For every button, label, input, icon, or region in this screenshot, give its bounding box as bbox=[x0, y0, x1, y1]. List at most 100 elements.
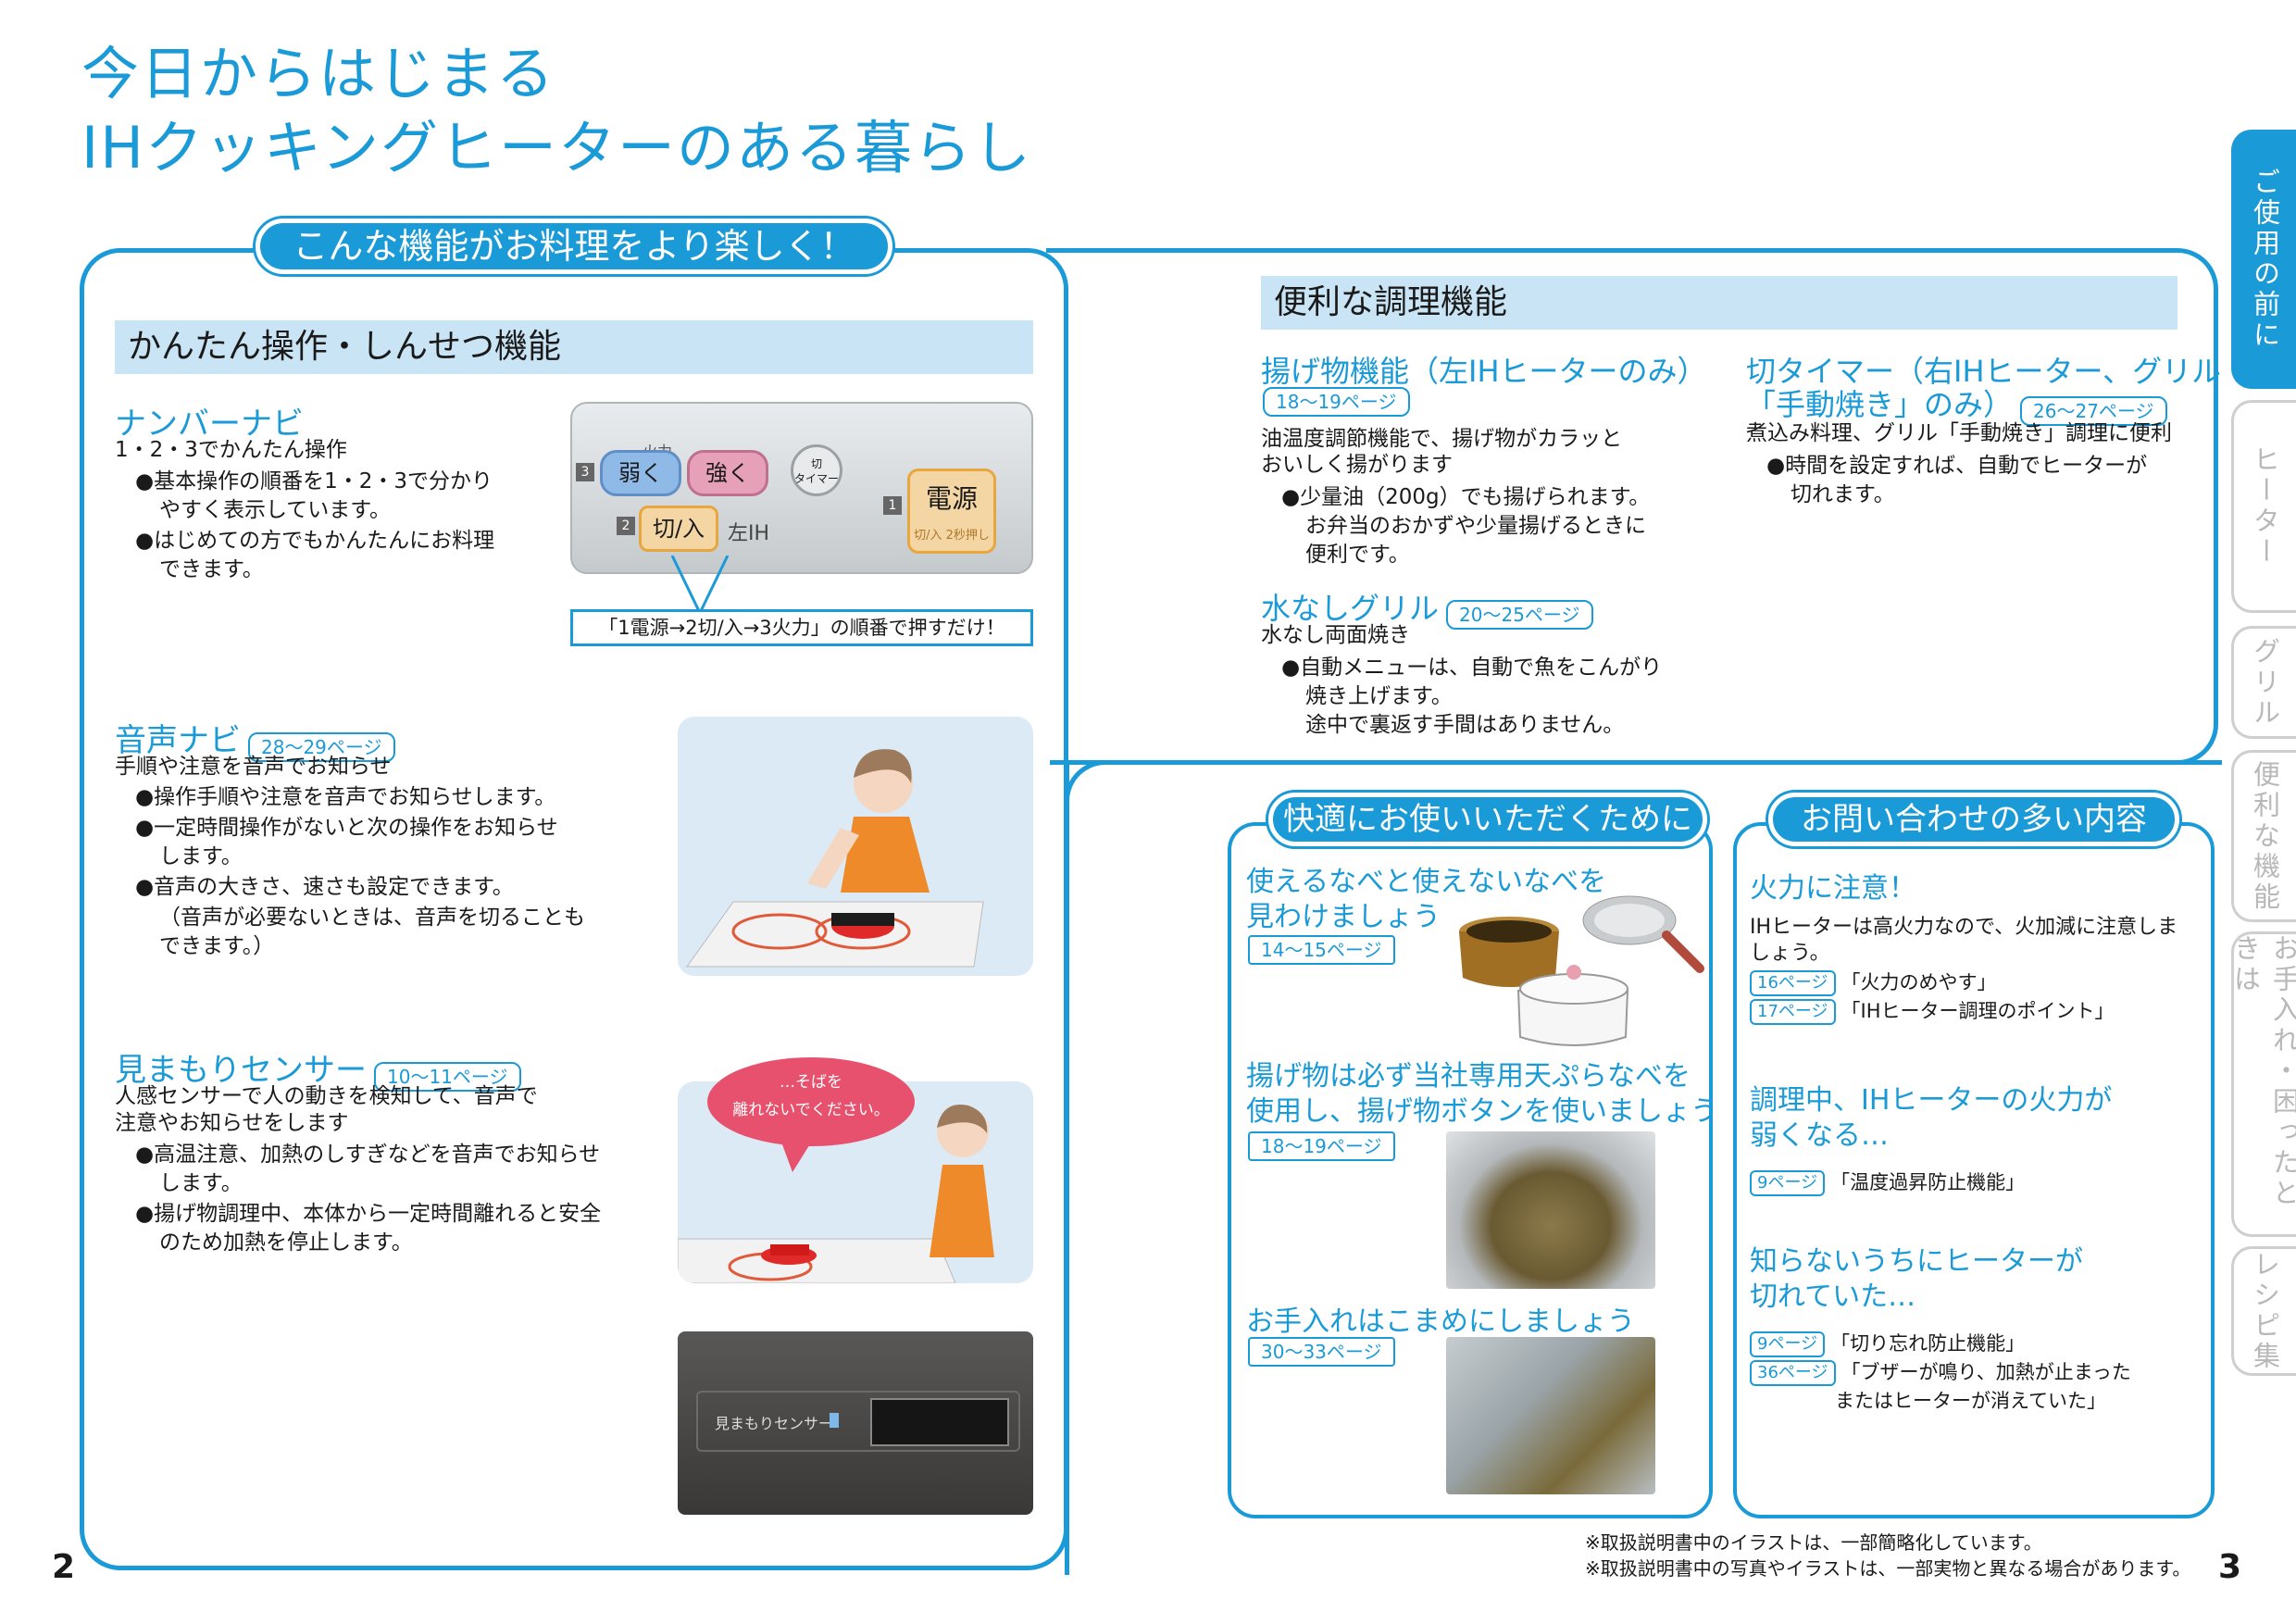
voice-navi-page-tag[interactable]: 28〜29ページ bbox=[248, 731, 395, 762]
grill-bullet: ●自動メニューは、自動で魚をこんがり bbox=[1281, 656, 1663, 680]
number-navi-bullet: ●はじめての方でもかんたんにお料理 bbox=[135, 529, 495, 553]
fry-bullet: お弁当のおかずや少量揚げるときに bbox=[1305, 514, 1646, 538]
faq-q2-line2: 弱くなる… bbox=[1750, 1119, 1889, 1152]
cooking-illustration bbox=[678, 717, 1033, 976]
sensor-lead-1: 人感センサーで人の動きを検知して、音声で bbox=[115, 1084, 538, 1108]
right-section-title: 便利な調理機能 bbox=[1261, 276, 2177, 330]
cleaning-photo bbox=[1446, 1337, 1655, 1494]
comfort-item1-page-tag[interactable]: 14〜15ページ bbox=[1248, 935, 1395, 965]
page-number-right: 3 bbox=[2218, 1548, 2242, 1586]
page-title: 今日からはじまる IHクッキングヒーターのある暮らし bbox=[81, 37, 1032, 185]
fry-bullet: 便利です。 bbox=[1305, 543, 1410, 567]
page-number-left: 2 bbox=[52, 1548, 76, 1586]
voice-navi-lead: 手順や注意を音声でお知らせ bbox=[115, 755, 392, 779]
panel-callout: 「1電源→2切/入→3火力」の順番で押すだけ！ bbox=[570, 609, 1033, 646]
number-navi-bullet: ●基本操作の順番を1・2・3で分かり bbox=[135, 469, 493, 493]
grill-heading: 水なしグリル bbox=[1261, 591, 1440, 626]
fry-heading: 揚げ物機能（左IHヒーターのみ） bbox=[1261, 354, 1707, 389]
power-sub-label: 切/入 2秒押し bbox=[914, 529, 990, 543]
grill-lead: 水なし両面焼き bbox=[1261, 623, 1410, 647]
step-3-badge: 3 bbox=[576, 463, 594, 481]
comfort-item2-line1: 揚げ物は必ず当社専用天ぷらなべを bbox=[1246, 1060, 1691, 1093]
sensor-page-tag[interactable]: 10〜11ページ bbox=[374, 1061, 521, 1092]
speech-bubble bbox=[707, 1057, 915, 1172]
timer-bullet: ●時間を設定すれば、自動でヒーターが bbox=[1766, 454, 2148, 478]
faq-q1-ref1: 「火力のめやす」 bbox=[1841, 971, 1997, 993]
sensor-lead-2: 注意やお知らせをします bbox=[115, 1111, 349, 1135]
tab-before-use[interactable]: ご使用の前に bbox=[2231, 130, 2296, 389]
tab-heater[interactable]: ヒーター bbox=[2231, 400, 2296, 613]
voice-navi-heading: 音声ナビ bbox=[115, 722, 241, 759]
title-line1: 今日からはじまる bbox=[81, 40, 556, 107]
power-button[interactable]: 電源 bbox=[925, 483, 978, 514]
faq-q3-line2: 切れていた… bbox=[1750, 1280, 1916, 1313]
comfort-item3-page-tag[interactable]: 30〜33ページ bbox=[1248, 1337, 1395, 1367]
pots-illustration bbox=[1459, 895, 1704, 1046]
faq-q3-ref2b: またはヒーターが消えていた」 bbox=[1835, 1390, 2106, 1412]
faq-q1-body-2: しょう。 bbox=[1750, 942, 1830, 965]
voice-navi-bullet: できます。） bbox=[159, 934, 275, 958]
faq-q1-ref1-page-tag[interactable]: 16ページ bbox=[1750, 970, 1836, 996]
timer-page-tag[interactable]: 26〜27ページ bbox=[2020, 395, 2167, 426]
faq-q3-ref2-page-tag[interactable]: 36ページ bbox=[1750, 1360, 1836, 1386]
faq-q1-ref2-page-tag[interactable]: 17ページ bbox=[1750, 999, 1836, 1025]
sensor-heading: 見まもりセンサー bbox=[115, 1052, 367, 1089]
left-ih-label: 左IH bbox=[728, 522, 770, 545]
sensor-bullet: ●揚げ物調理中、本体から一定時間離れると安全 bbox=[135, 1202, 602, 1226]
comfort-item3: お手入れはこまめにしましょう bbox=[1246, 1305, 1635, 1338]
number-navi-bullet: やすく表示しています。 bbox=[159, 498, 392, 522]
voice-navi-bullet: ●一定時間操作がないと次の操作をお知らせ bbox=[135, 816, 558, 840]
comfort-banner: 快適にお使いいただくために bbox=[1268, 793, 1707, 846]
left-section-title: かんたん操作・しんせつ機能 bbox=[115, 320, 1033, 374]
faq-q3-ref2a: 「ブザーが鳴り、加熱が止まった bbox=[1841, 1361, 2131, 1383]
voice-navi-bullet: ●操作手順や注意を音声でお知らせします。 bbox=[135, 785, 556, 809]
number-navi-lead: 1・2・3でかんたん操作 bbox=[115, 438, 347, 462]
faq-q1-ref2: 「IHヒーター調理のポイント」 bbox=[1841, 1000, 2115, 1022]
grill-bullet: 途中で裏返す手間はありません。 bbox=[1305, 713, 1625, 737]
faq-q2-ref-page-tag[interactable]: 9ページ bbox=[1750, 1170, 1826, 1196]
fry-lead-1: 油温度調節機能で、揚げ物がカラッと bbox=[1261, 427, 1623, 451]
sensor-bullet: ●高温注意、加熱のしすぎなどを音声でお知らせ bbox=[135, 1143, 601, 1167]
lower-connector bbox=[1065, 760, 2222, 765]
grill-bullet: 焼き上げます。 bbox=[1305, 684, 1453, 708]
timer-lead: 煮込み料理、グリル「手動焼き」調理に便利 bbox=[1746, 421, 2172, 445]
tab-care-troubleshooting[interactable]: お手入れ・困ったときは bbox=[2230, 931, 2296, 1237]
footnote-1: ※取扱説明書中のイラストは、一部簡略化しています。 bbox=[1585, 1531, 2042, 1554]
step-1-badge: 1 bbox=[883, 496, 902, 515]
number-navi-heading: ナンバーナビ bbox=[115, 406, 304, 443]
strong-button[interactable]: 強く bbox=[687, 450, 768, 496]
timer-bullet: 切れます。 bbox=[1791, 482, 1895, 506]
faq-q3-ref1: 「切り忘れ防止機能」 bbox=[1830, 1332, 2026, 1355]
voice-navi-bullet: ●音声の大きさ、速さも設定できます。 bbox=[135, 875, 514, 899]
timer-button[interactable]: 切 タイマー bbox=[791, 444, 842, 496]
number-navi-bullet: できます。 bbox=[159, 557, 264, 581]
voice-navi-bullet: （音声が必要ないときは、音声を切ることも bbox=[159, 906, 585, 930]
speech-bubble-text: …そばを 離れないでください。 bbox=[732, 1073, 890, 1119]
tempura-photo bbox=[1446, 1131, 1655, 1289]
weak-button[interactable]: 弱く bbox=[600, 450, 681, 496]
step-2-badge: 2 bbox=[617, 517, 635, 535]
fry-page-tag[interactable]: 18〜19ページ bbox=[1263, 387, 1410, 417]
comfort-item2-page-tag[interactable]: 18〜19ページ bbox=[1248, 1131, 1395, 1161]
comfort-item2-line2: 使用し、揚げ物ボタンを使いましょう bbox=[1246, 1095, 1718, 1128]
comfort-item1-line1: 使えるなべと使えないなべを bbox=[1246, 866, 1607, 898]
faq-q2-line1: 調理中、IHヒーターの火力が bbox=[1750, 1084, 2113, 1117]
tab-recipes[interactable]: レシピ集 bbox=[2231, 1246, 2296, 1376]
sensor-bullet: します。 bbox=[159, 1171, 243, 1195]
tab-useful-functions[interactable]: 便利な機能 bbox=[2231, 750, 2296, 922]
comfort-item1-line2: 見わけましょう bbox=[1246, 901, 1441, 933]
title-line2: IHクッキングヒーターのある暮らし bbox=[81, 114, 1033, 181]
grill-page-tag[interactable]: 20〜25ページ bbox=[1446, 599, 1593, 630]
faq-q1-body-1: IHヒーターは高火力なので、火加減に注意しま bbox=[1750, 916, 2178, 939]
tab-grill[interactable]: グリル bbox=[2231, 626, 2296, 739]
onoff-button[interactable]: 切/入 bbox=[639, 506, 718, 552]
fry-lead-2: おいしく揚がります bbox=[1261, 453, 1453, 477]
faq-q2-ref: 「温度過昇防止機能」 bbox=[1830, 1171, 2026, 1193]
faq-q1: 火力に注意！ bbox=[1750, 872, 1916, 905]
footnote-2: ※取扱説明書中の写真やイラストは、一部実物と異なる場合があります。 bbox=[1585, 1557, 2191, 1580]
fry-bullet: ●少量油（200g）でも揚げられます。 bbox=[1281, 485, 1651, 509]
control-panel-image: 火力 3 弱く 強く 切 タイマー 2 切/入 左IH 1 電源 切/入 2秒押… bbox=[570, 402, 1033, 574]
voice-navi-bullet: します。 bbox=[159, 844, 243, 868]
faq-q3-ref1-page-tag[interactable]: 9ページ bbox=[1750, 1331, 1826, 1357]
sensor-device-photo: 見まもりセンサー bbox=[678, 1331, 1033, 1515]
